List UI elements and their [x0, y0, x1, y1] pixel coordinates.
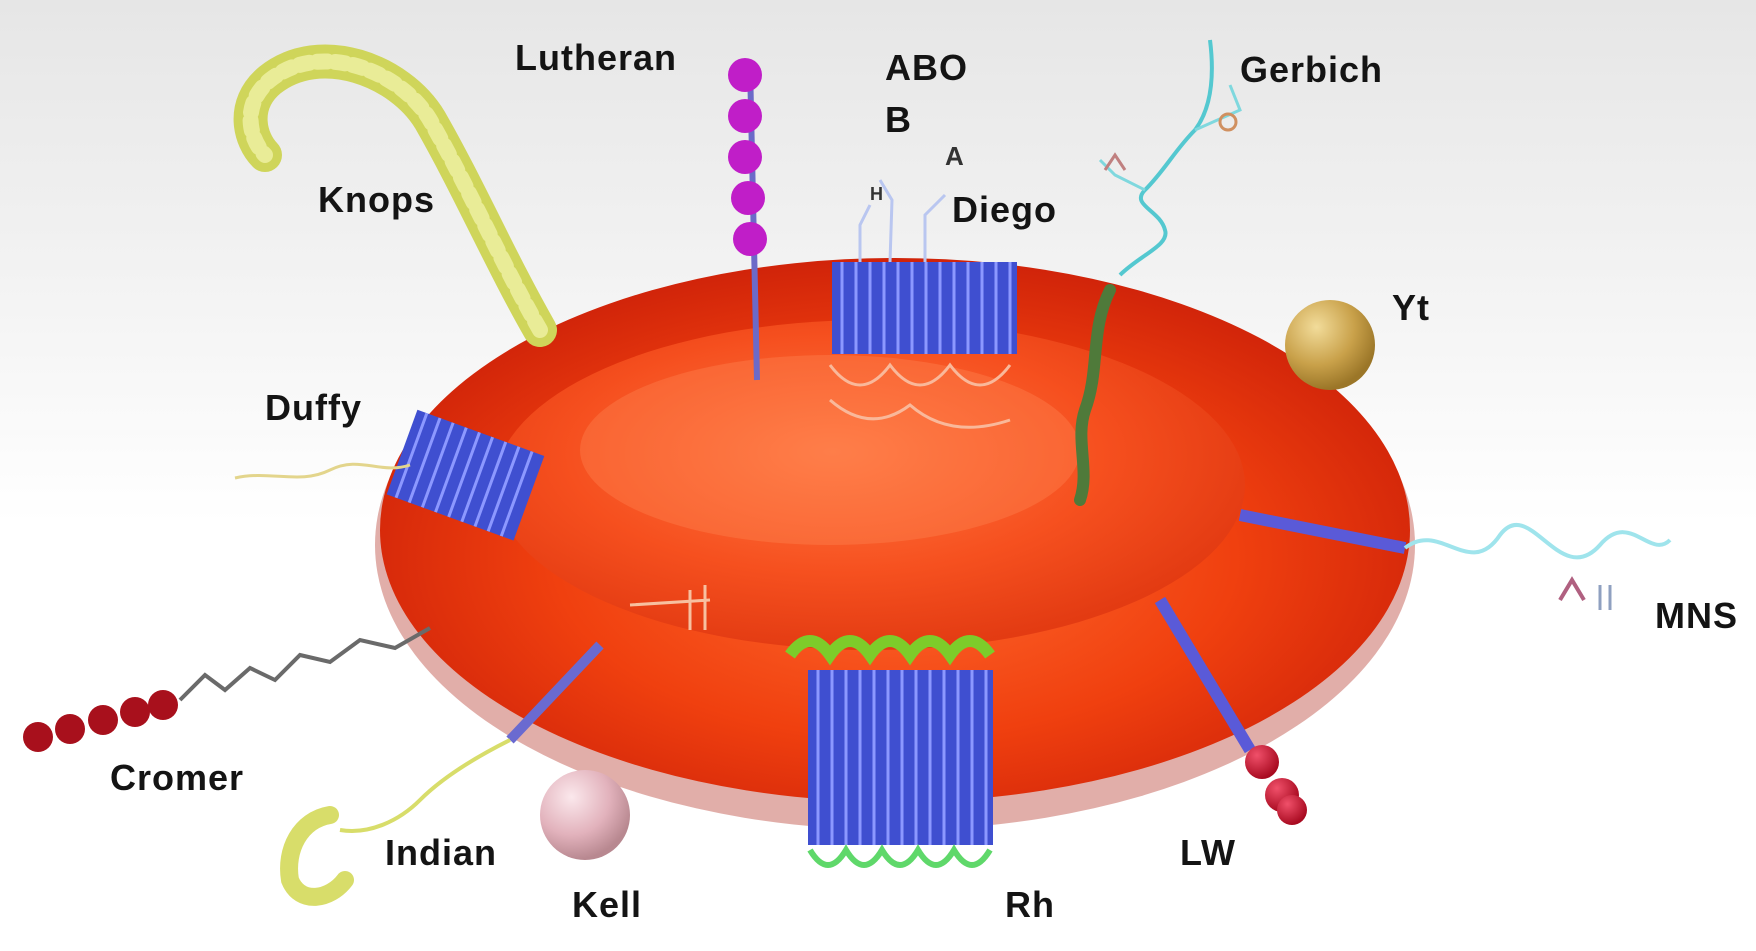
label-knops: Knops [318, 179, 435, 220]
rh-antigen [790, 641, 993, 865]
label-kell: Kell [572, 884, 642, 925]
label-abo: ABO [885, 47, 968, 88]
label-lutheran: Lutheran [515, 37, 677, 78]
yt-antigen [1285, 300, 1375, 390]
abo-a-glyph: A [945, 141, 964, 171]
label-cromer: Cromer [110, 757, 244, 798]
label-lw: LW [1180, 832, 1236, 873]
label-indian: Indian [385, 832, 497, 873]
label-mns: MNS [1655, 595, 1738, 636]
abo-h-glyph: H [870, 184, 883, 204]
label-yt: Yt [1392, 287, 1430, 328]
label-rh: Rh [1005, 884, 1055, 925]
abo-glycan-glyphs: H A [870, 141, 964, 204]
label-gerbich: Gerbich [1240, 49, 1383, 90]
label-diego: Diego [952, 189, 1057, 230]
label-abo-b: B [885, 99, 912, 140]
cromer-antigen [23, 628, 430, 752]
kell-antigen [540, 770, 630, 860]
label-duffy: Duffy [265, 387, 362, 428]
